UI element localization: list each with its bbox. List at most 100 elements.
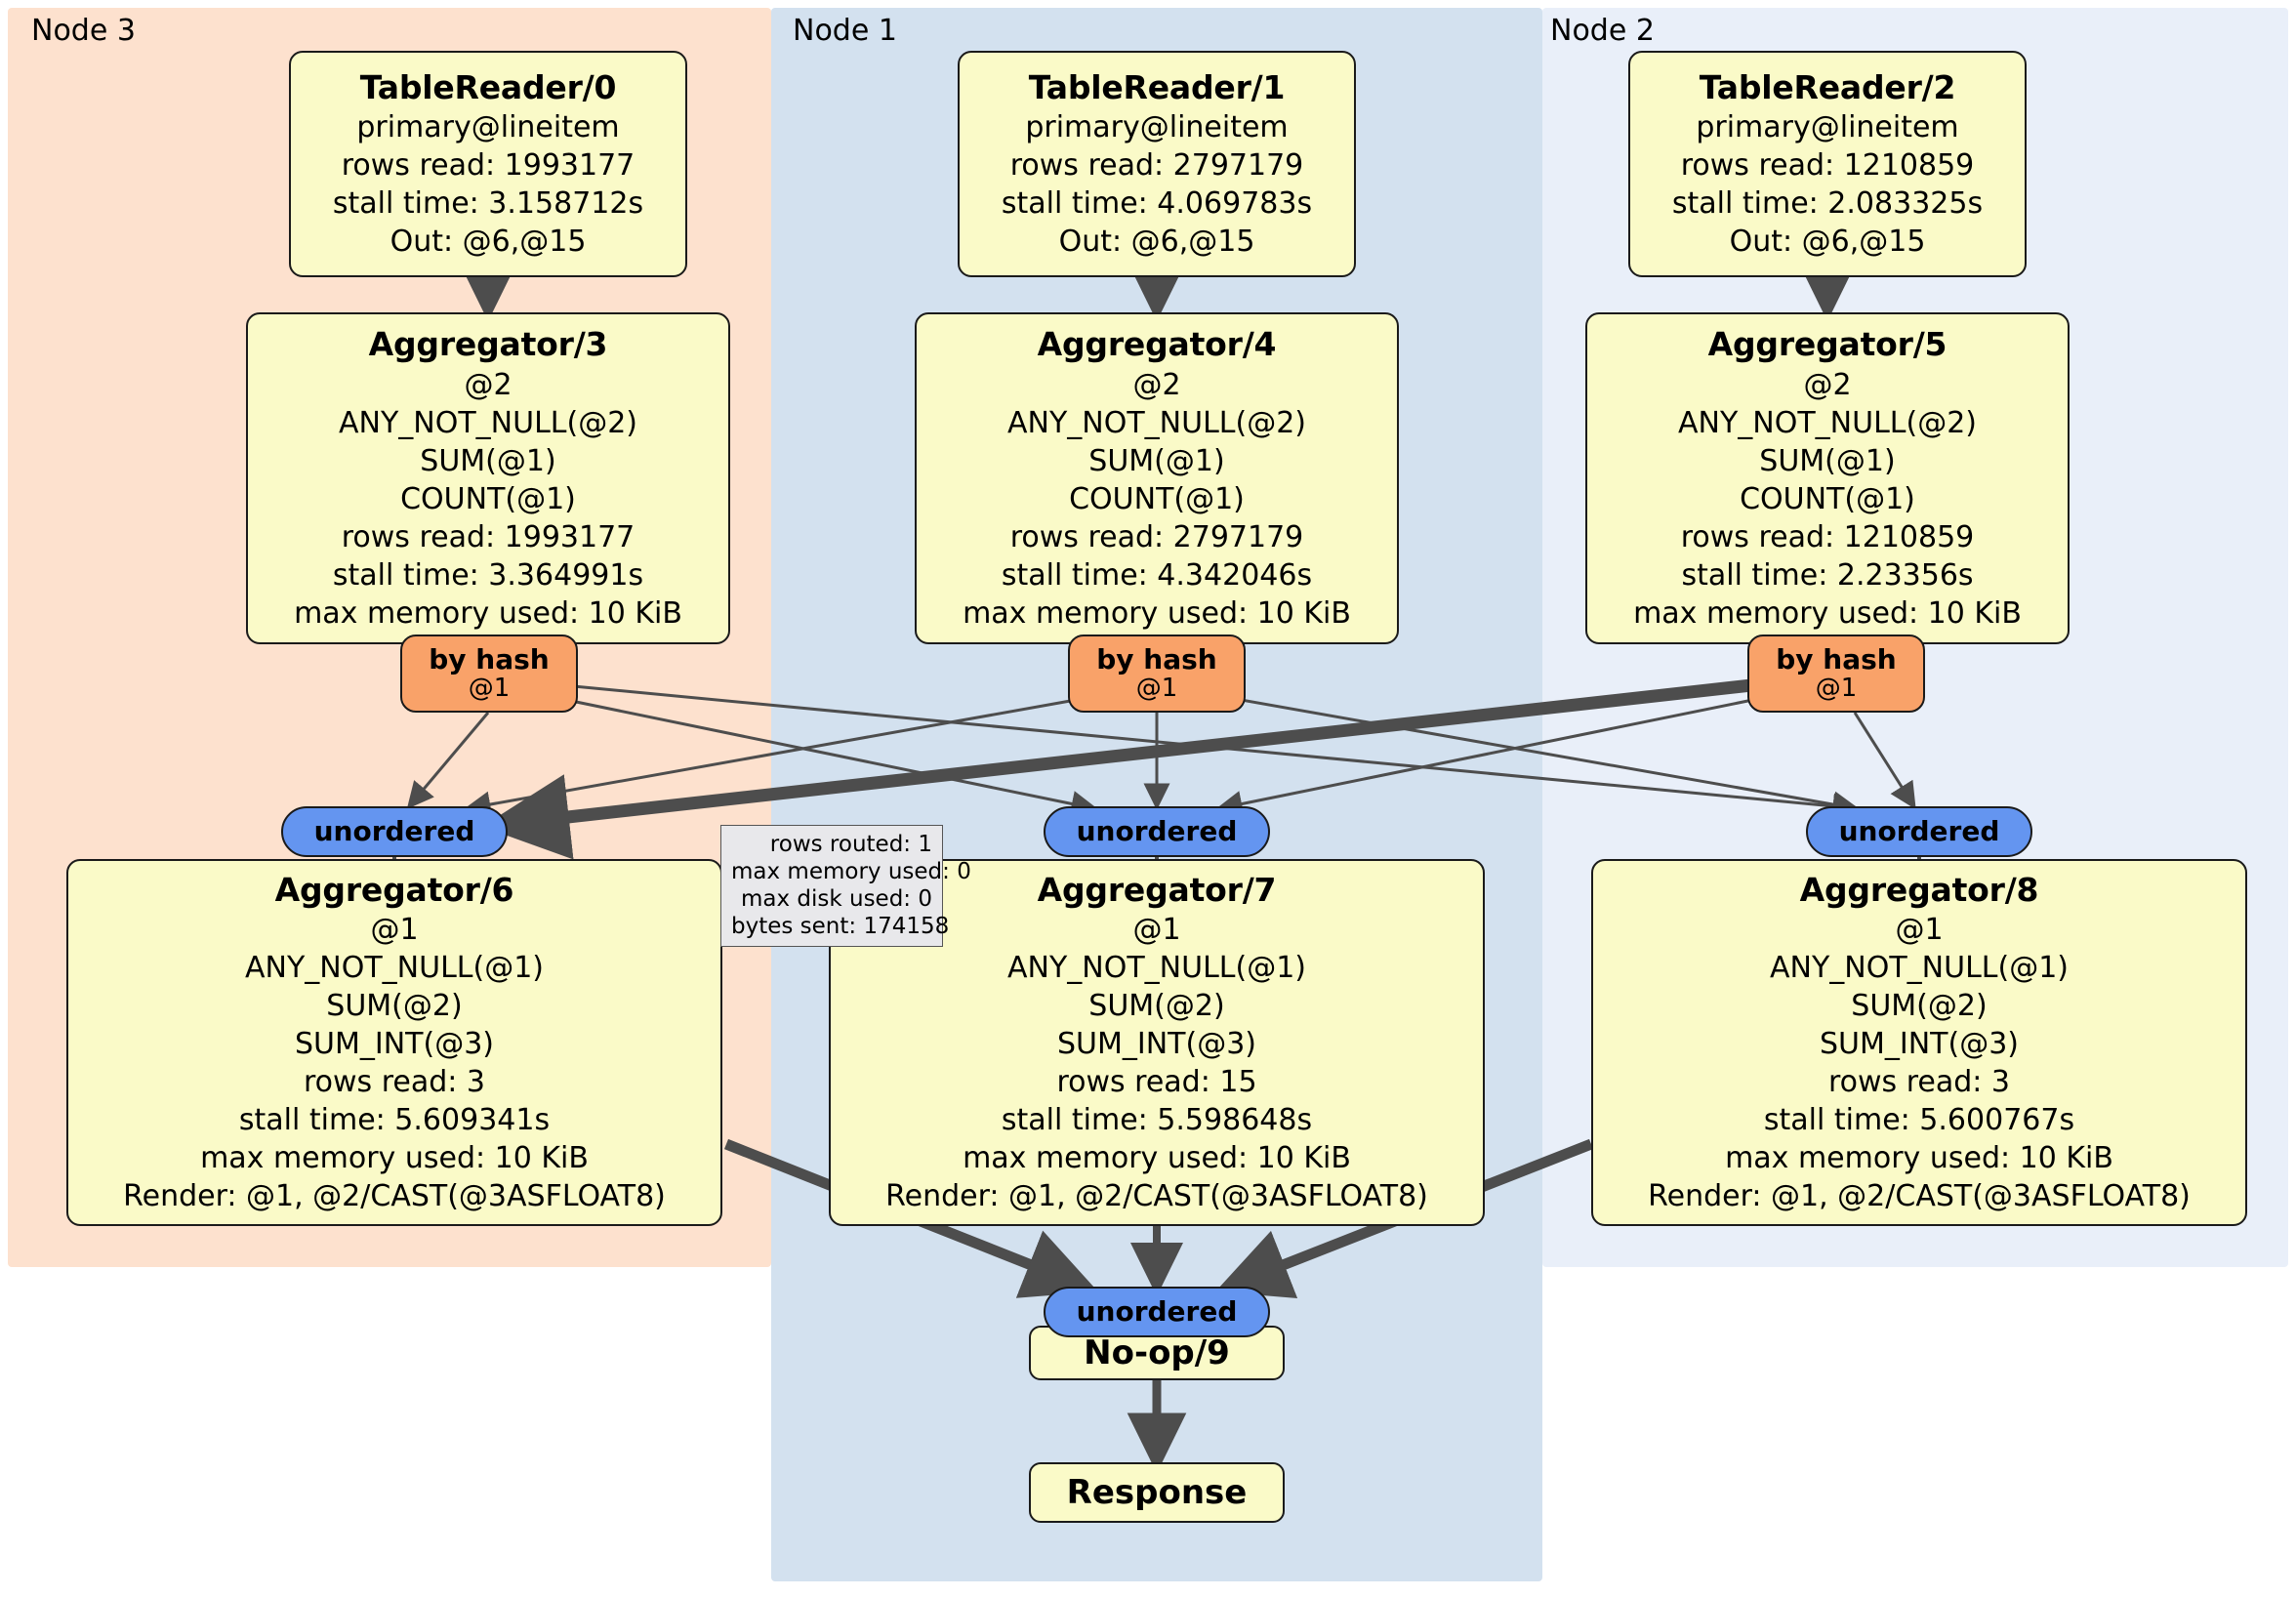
node-line: stall time: 5.609341s [238, 1103, 551, 1138]
node-line: COUNT(@1) [1069, 481, 1245, 516]
node-title: Aggregator/8 [1799, 870, 2039, 909]
node-response[interactable]: Response [1029, 1462, 1285, 1523]
node-line: SUM(@2) [1851, 989, 1988, 1024]
node-line: SUM_INT(@3) [1057, 1027, 1256, 1062]
node-line: ANY_NOT_NULL(@2) [339, 405, 637, 440]
node-aggregator-8[interactable]: Aggregator/8 @1 ANY_NOT_NULL(@1) SUM(@2)… [1591, 859, 2247, 1226]
node-line: stall time: 5.600767s [1763, 1103, 2075, 1138]
node-aggregator-5[interactable]: Aggregator/5 @2 ANY_NOT_NULL(@2) SUM(@1)… [1585, 312, 2070, 644]
node-line: @1 [1132, 913, 1181, 948]
node-line: ANY_NOT_NULL(@2) [1007, 405, 1306, 440]
node-title: Aggregator/7 [1037, 870, 1277, 909]
node-line: @2 [464, 367, 512, 402]
router-by-hash-left[interactable]: by hash @1 [400, 635, 578, 713]
node-line: rows read: 1210859 [1680, 148, 1975, 184]
node-line: ANY_NOT_NULL(@1) [1007, 951, 1306, 986]
node-line: max memory used: 10 KiB [200, 1141, 589, 1176]
node-line: Out: @6,@15 [1729, 225, 1926, 260]
node-line: SUM(@1) [1088, 443, 1225, 478]
node-line: max memory used: 10 KiB [1725, 1141, 2113, 1176]
node-line: stall time: 3.364991s [332, 557, 644, 593]
node-title: TableReader/0 [359, 67, 617, 106]
stat-max-disk-used: max disk used: 0 [740, 886, 932, 913]
node-tablereader-2[interactable]: TableReader/2 primary@lineitem rows read… [1628, 51, 2027, 277]
router-by-hash-middle[interactable]: by hash @1 [1068, 635, 1246, 713]
node-line: stall time: 3.158712s [332, 186, 644, 222]
cluster-node1-label: Node 1 [793, 14, 897, 48]
node-line: primary@lineitem [1696, 110, 1959, 145]
router-column: @1 [468, 674, 511, 704]
router-column: @1 [1135, 674, 1178, 704]
node-line: rows read: 15 [1056, 1065, 1257, 1100]
node-line: max memory used: 10 KiB [1633, 595, 2022, 631]
node-line: rows read: 2797179 [1009, 519, 1304, 554]
node-line: ANY_NOT_NULL(@1) [245, 951, 544, 986]
node-line: rows read: 3 [1827, 1065, 2011, 1100]
node-line: @1 [1895, 913, 1944, 948]
node-line: max memory used: 10 KiB [963, 595, 1351, 631]
node-line: rows read: 1993177 [341, 148, 636, 184]
node-line: SUM_INT(@3) [295, 1027, 494, 1062]
node-line: rows read: 1210859 [1680, 519, 1975, 554]
node-line: max memory used: 10 KiB [963, 1141, 1351, 1176]
stat-rows-routed: rows routed: 1 [769, 832, 932, 857]
stream-unordered-final[interactable]: unordered [1044, 1287, 1270, 1337]
node-line: Render: @1, @2/CAST(@3ASFLOAT8) [885, 1179, 1428, 1214]
stream-unordered-middle[interactable]: unordered [1044, 806, 1270, 857]
node-line: Render: @1, @2/CAST(@3ASFLOAT8) [123, 1179, 666, 1214]
stream-unordered-left[interactable]: unordered [281, 806, 508, 857]
node-title: Aggregator/5 [1707, 325, 1948, 364]
node-aggregator-6[interactable]: Aggregator/6 @1 ANY_NOT_NULL(@1) SUM(@2)… [66, 859, 722, 1226]
node-title: Aggregator/3 [368, 325, 608, 364]
node-line: COUNT(@1) [1740, 481, 1915, 516]
node-line: COUNT(@1) [400, 481, 576, 516]
node-tablereader-0[interactable]: TableReader/0 primary@lineitem rows read… [289, 51, 687, 277]
node-line: @2 [1803, 367, 1852, 402]
node-line: SUM(@2) [1088, 989, 1225, 1024]
router-label: by hash [1096, 642, 1217, 676]
node-line: rows read: 3 [303, 1065, 486, 1100]
node-title: No-op/9 [1084, 1333, 1230, 1372]
node-line: rows read: 1993177 [341, 519, 636, 554]
node-line: primary@lineitem [356, 110, 620, 145]
node-aggregator-3[interactable]: Aggregator/3 @2 ANY_NOT_NULL(@2) SUM(@1)… [246, 312, 730, 644]
node-title: TableReader/2 [1699, 67, 1956, 106]
node-title: TableReader/1 [1028, 67, 1286, 106]
node-tablereader-1[interactable]: TableReader/1 primary@lineitem rows read… [958, 51, 1356, 277]
node-line: Render: @1, @2/CAST(@3ASFLOAT8) [1648, 1179, 2191, 1214]
node-line: stall time: 4.342046s [1001, 557, 1313, 593]
node-title: Aggregator/6 [274, 870, 514, 909]
node-line: SUM(@1) [420, 443, 556, 478]
edge-stats-tooltip: rows routed: 1 max memory used: 0 max di… [720, 825, 971, 948]
cluster-node2-label: Node 2 [1550, 14, 1655, 48]
stream-label: unordered [313, 815, 475, 848]
node-aggregator-4[interactable]: Aggregator/4 @2 ANY_NOT_NULL(@2) SUM(@1)… [915, 312, 1399, 644]
node-line: stall time: 5.598648s [1001, 1103, 1313, 1138]
node-line: primary@lineitem [1025, 110, 1289, 145]
node-title: Response [1066, 1473, 1248, 1512]
node-line: stall time: 2.083325s [1671, 186, 1984, 222]
router-label: by hash [429, 642, 550, 676]
node-line: SUM(@1) [1759, 443, 1896, 478]
cluster-node3-label: Node 3 [31, 14, 136, 48]
stream-unordered-right[interactable]: unordered [1806, 806, 2032, 857]
router-by-hash-right[interactable]: by hash @1 [1747, 635, 1925, 713]
router-label: by hash [1776, 642, 1897, 676]
node-line: ANY_NOT_NULL(@2) [1678, 405, 1977, 440]
stream-label: unordered [1076, 815, 1238, 848]
node-line: stall time: 4.069783s [1001, 186, 1313, 222]
node-line: SUM_INT(@3) [1820, 1027, 2019, 1062]
node-line: max memory used: 10 KiB [294, 595, 682, 631]
node-line: SUM(@2) [326, 989, 463, 1024]
router-column: @1 [1815, 674, 1858, 704]
node-line: @2 [1132, 367, 1181, 402]
node-line: Out: @6,@15 [1058, 225, 1255, 260]
node-line: ANY_NOT_NULL(@1) [1770, 951, 2069, 986]
stat-bytes-sent: bytes sent: 174158 [731, 914, 950, 940]
node-line: rows read: 2797179 [1009, 148, 1304, 184]
node-line: Out: @6,@15 [390, 225, 587, 260]
stream-label: unordered [1076, 1295, 1238, 1329]
node-title: Aggregator/4 [1037, 325, 1277, 364]
node-line: stall time: 2.23356s [1681, 557, 1974, 593]
